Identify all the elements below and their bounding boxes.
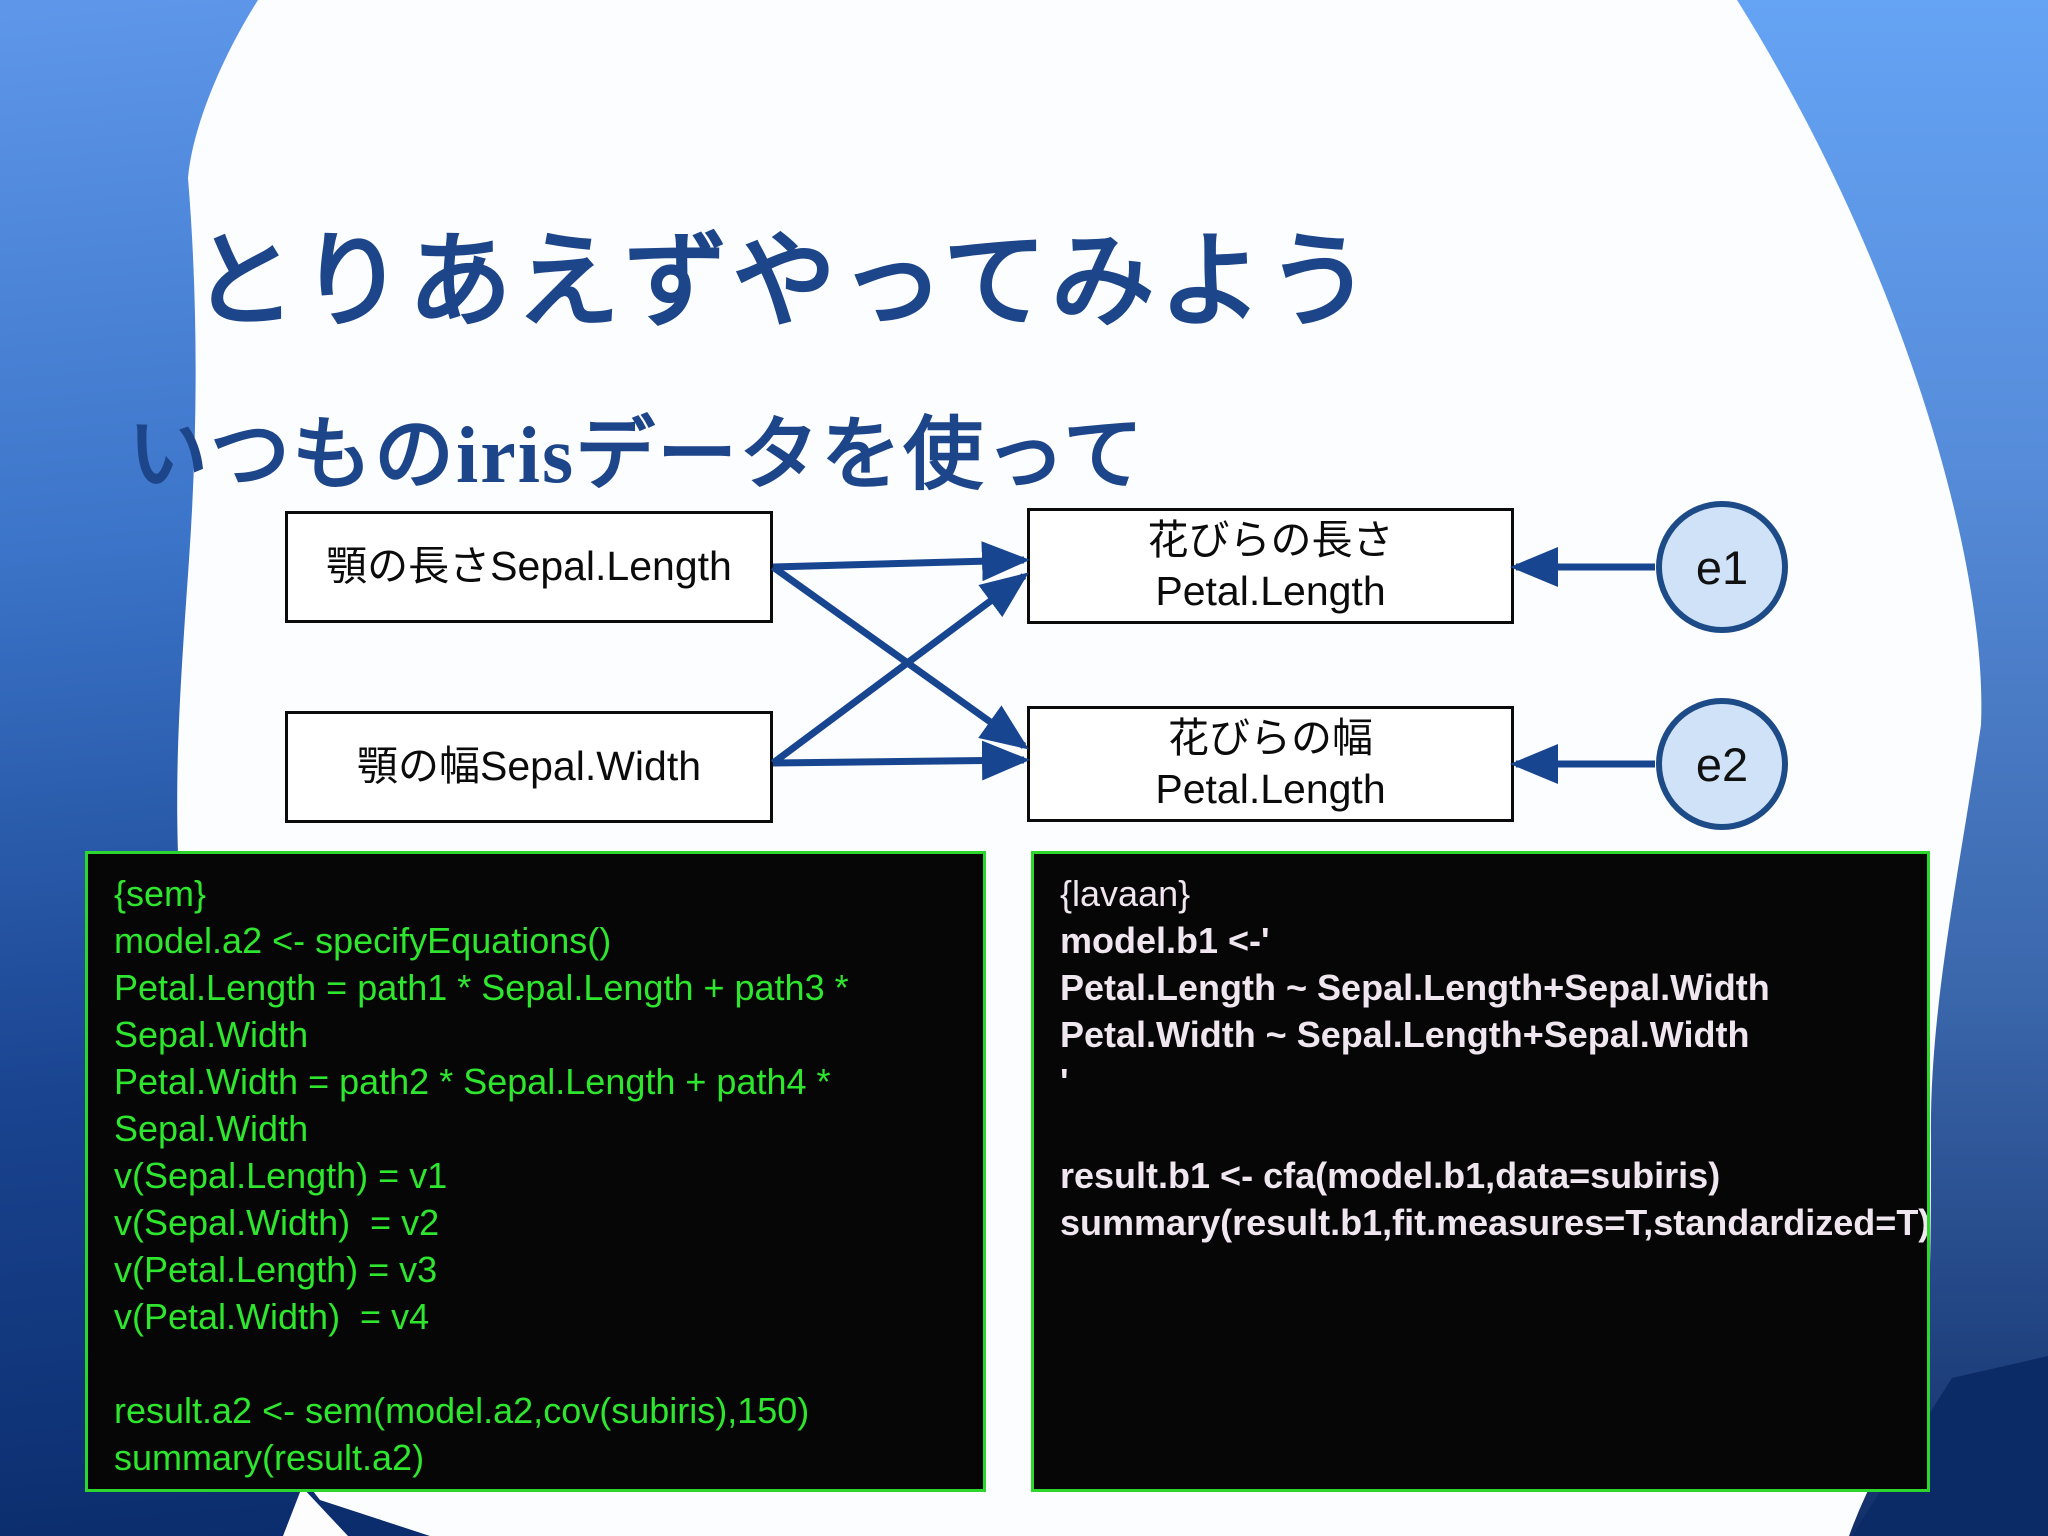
code-line: summary(result.b1,fit.measures=T,standar… xyxy=(1060,1202,1930,1243)
code-line xyxy=(114,1340,973,1387)
arrow-sl-to-pl xyxy=(772,541,1030,582)
box-label: 顎の長さSepal.Length xyxy=(326,543,732,590)
code-line: Petal.Width = path2 * Sepal.Length + pat… xyxy=(114,1061,831,1102)
error-node-e1: e1 xyxy=(1656,501,1788,633)
box-label: 顎の幅Sepal.Width xyxy=(356,743,702,790)
code-line: v(Petal.Length) = v3 xyxy=(114,1249,438,1290)
code-block-lavaan: {lavaan} model.b1 <-' Petal.Length ~ Sepal… xyxy=(1031,851,1930,1492)
code-line: v(Petal.Width) = v4 xyxy=(114,1296,430,1337)
code-line: result.b1 <- cfa(model.b1,data=subiris) xyxy=(1060,1155,1721,1196)
diagram-box-sepal-length: 顎の長さSepal.Length xyxy=(285,511,773,623)
arrow-sw-to-pw xyxy=(772,740,1030,781)
diagram-box-petal-length: 花びらの長さ Petal.Length xyxy=(1027,508,1514,624)
code-line: model.a2 <- specifyEquations() xyxy=(114,920,612,961)
subtitle-text-ja-2: データを使って xyxy=(575,410,1146,499)
code-line: result.a2 <- sem(model.a2,cov(subiris),1… xyxy=(114,1390,810,1431)
code-line: Sepal.Width xyxy=(114,1108,309,1149)
code-line: v(Sepal.Length) = v1 xyxy=(114,1155,448,1196)
box-label-en: Petal.Length xyxy=(1155,568,1386,614)
code-line: {sem} xyxy=(114,873,207,914)
code-line: v(Sepal.Width) = v2 xyxy=(114,1202,440,1243)
slide-title: とりあえずやってみよう xyxy=(192,224,1375,340)
code-line: model.b1 <-' xyxy=(1060,920,1270,961)
code-line: Sepal.Width xyxy=(114,1014,309,1055)
slide-subtitle: いつものirisデータを使って xyxy=(128,390,1145,506)
code-line: Petal.Width ~ Sepal.Length+Sepal.Width xyxy=(1060,1014,1750,1055)
subtitle-text-iris: iris xyxy=(456,412,576,500)
code-line: summary(result.a2) xyxy=(114,1437,425,1478)
box-label-ja: 花びらの幅 xyxy=(1168,714,1373,761)
arrow-sl-to-pw xyxy=(770,564,1029,750)
code-block-sem: {sem} model.a2 <- specifyEquations() Petal… xyxy=(85,851,986,1492)
box-label-ja: 花びらの長さ xyxy=(1147,516,1394,563)
code-line xyxy=(1060,1105,1917,1152)
code-line: ' xyxy=(1060,1061,1069,1102)
bottom-left-notch xyxy=(283,1487,348,1536)
error-node-label: e1 xyxy=(1695,540,1749,594)
code-line: Petal.Length = path1 * Sepal.Length + pa… xyxy=(114,967,849,1008)
box-label-en: Petal.Length xyxy=(1155,766,1386,812)
code-line: {lavaan} xyxy=(1060,873,1191,914)
diagram-box-sepal-width: 顎の幅Sepal.Width xyxy=(285,711,773,823)
diagram-box-petal-width: 花びらの幅 Petal.Length xyxy=(1027,706,1514,822)
arrow-sw-to-pl xyxy=(770,572,1029,766)
error-node-e2: e2 xyxy=(1656,698,1788,830)
subtitle-text-ja-1: いつもの xyxy=(128,410,456,499)
code-line: Petal.Length ~ Sepal.Length+Sepal.Width xyxy=(1060,967,1770,1008)
error-node-label: e2 xyxy=(1695,737,1749,791)
